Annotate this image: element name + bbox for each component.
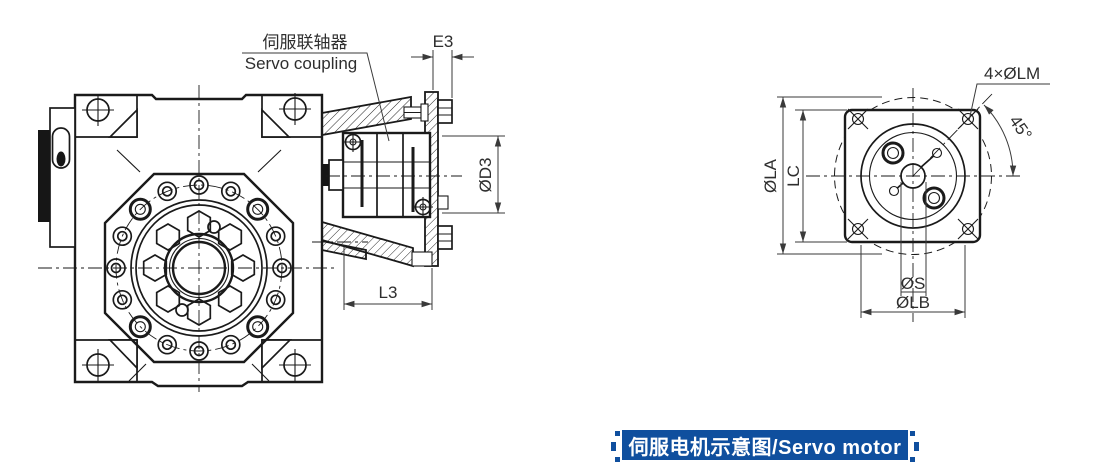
caption-corner-mark — [910, 431, 915, 436]
gearbox-front-view — [38, 85, 336, 392]
caption-corner-mark — [615, 457, 620, 462]
caption-corner-mark — [914, 442, 919, 451]
dim-s-label: ØS — [901, 274, 926, 293]
caption-corner-mark — [615, 431, 620, 436]
left-view-dimensions: 伺服联轴器 Servo coupling E3 ØD3 L3 — [242, 32, 505, 310]
callout-servo-coupling-en: Servo coupling — [245, 54, 357, 73]
flange-plug-screws — [881, 141, 946, 210]
caption-text: 伺服电机示意图/Servo motor — [628, 436, 902, 459]
dim-lb-label: ØLB — [896, 293, 930, 312]
dim-d3-label: ØD3 — [476, 158, 495, 193]
dim-la-label: ØLA — [761, 158, 780, 193]
dim-e3-label: E3 — [433, 32, 454, 51]
motor-adapter-section — [312, 91, 462, 268]
dim-l3-label: L3 — [379, 283, 398, 302]
dim-lc-label: LC — [784, 165, 803, 187]
corner-bolt-holes — [82, 93, 311, 381]
servo-coupling — [341, 131, 433, 219]
callout-servo-coupling-zh: 伺服联轴器 — [263, 33, 348, 52]
servo-motor-flange-view — [806, 88, 1022, 322]
motor-connector — [38, 107, 76, 248]
caption-banner: 伺服电机示意图/Servo motor — [622, 430, 908, 460]
caption-corner-mark — [611, 442, 616, 451]
dim-angle-label: 45° — [1005, 112, 1035, 144]
caption-corner-mark — [910, 457, 915, 462]
dim-lm-label: 4×ØLM — [984, 64, 1040, 83]
